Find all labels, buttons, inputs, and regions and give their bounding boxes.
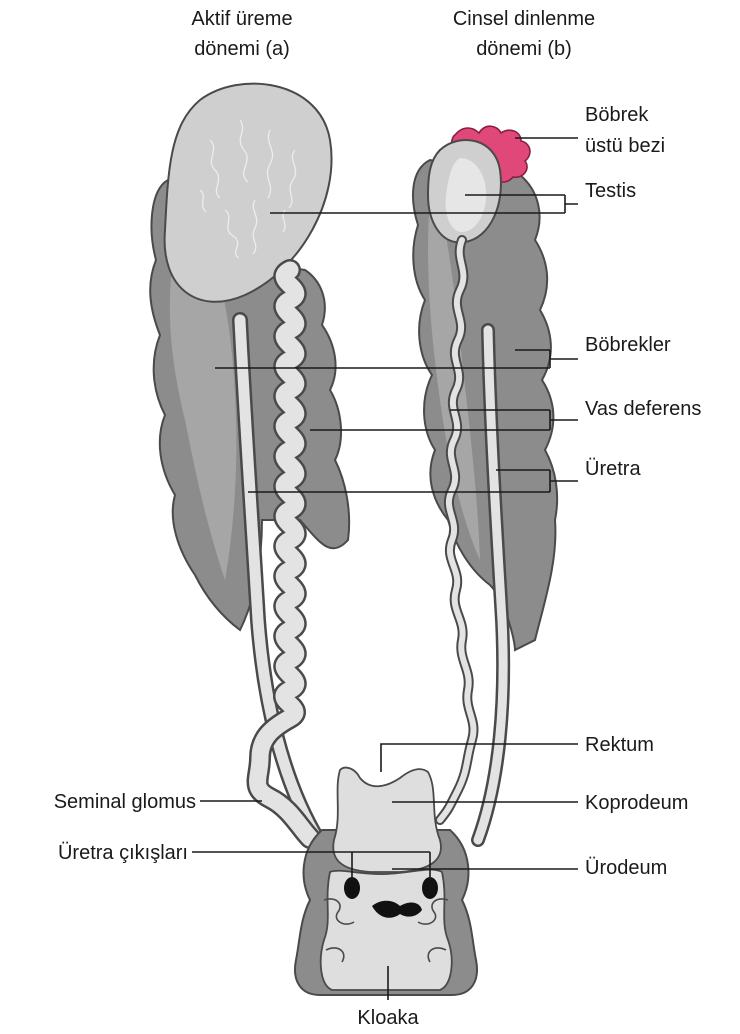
label-kidneys: Böbrekler [585,334,671,356]
label-testis: Testis [585,180,636,202]
label-urodeum: Ürodeum [585,857,667,879]
label-rectum: Rektum [585,734,654,756]
title-b-line2: dönemi (b) [476,38,572,60]
title-b-line1: Cinsel dinlenme [453,8,595,30]
label-seminal-glomus: Seminal glomus [54,791,196,813]
title-a-line2: dönemi (a) [194,38,290,60]
label-vas-deferens: Vas deferens [585,398,701,420]
label-adrenal-line1: Böbrek [585,104,649,126]
testis-a [165,84,332,302]
label-cloaca: Kloaka [357,1007,419,1029]
urethral-opening-right [422,877,438,899]
sexual-rest-organ [413,126,557,840]
coprodeum [333,768,441,872]
label-urethral-openings: Üretra çıkışları [58,842,188,864]
active-breeding-organ [150,84,349,840]
label-adrenal-line2: üstü bezi [585,135,665,157]
urethral-opening-left [344,877,360,899]
label-urethra: Üretra [585,458,641,480]
label-coprodeum: Koprodeum [585,792,688,814]
title-a-line1: Aktif üreme [191,8,292,30]
